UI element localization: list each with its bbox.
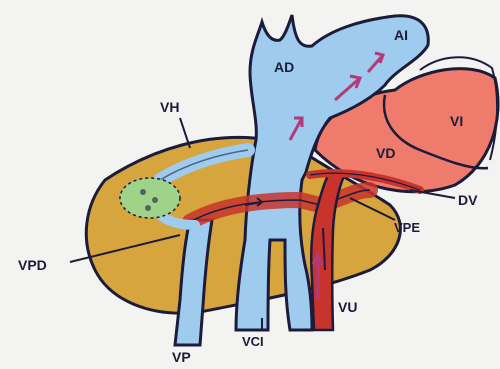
label-vpe: VPE — [394, 220, 420, 235]
label-vi: VI — [450, 113, 463, 129]
label-dv: DV — [458, 192, 478, 208]
label-ad: AD — [274, 59, 294, 75]
label-vd: VD — [376, 145, 395, 161]
hepatic-hilum — [120, 178, 180, 218]
label-vu: VU — [338, 299, 357, 315]
label-vh: VH — [160, 99, 179, 115]
label-vp: VP — [172, 349, 191, 365]
label-ai: AI — [394, 27, 408, 43]
label-vpd: VPD — [18, 257, 47, 273]
label-vci: VCI — [242, 334, 264, 349]
